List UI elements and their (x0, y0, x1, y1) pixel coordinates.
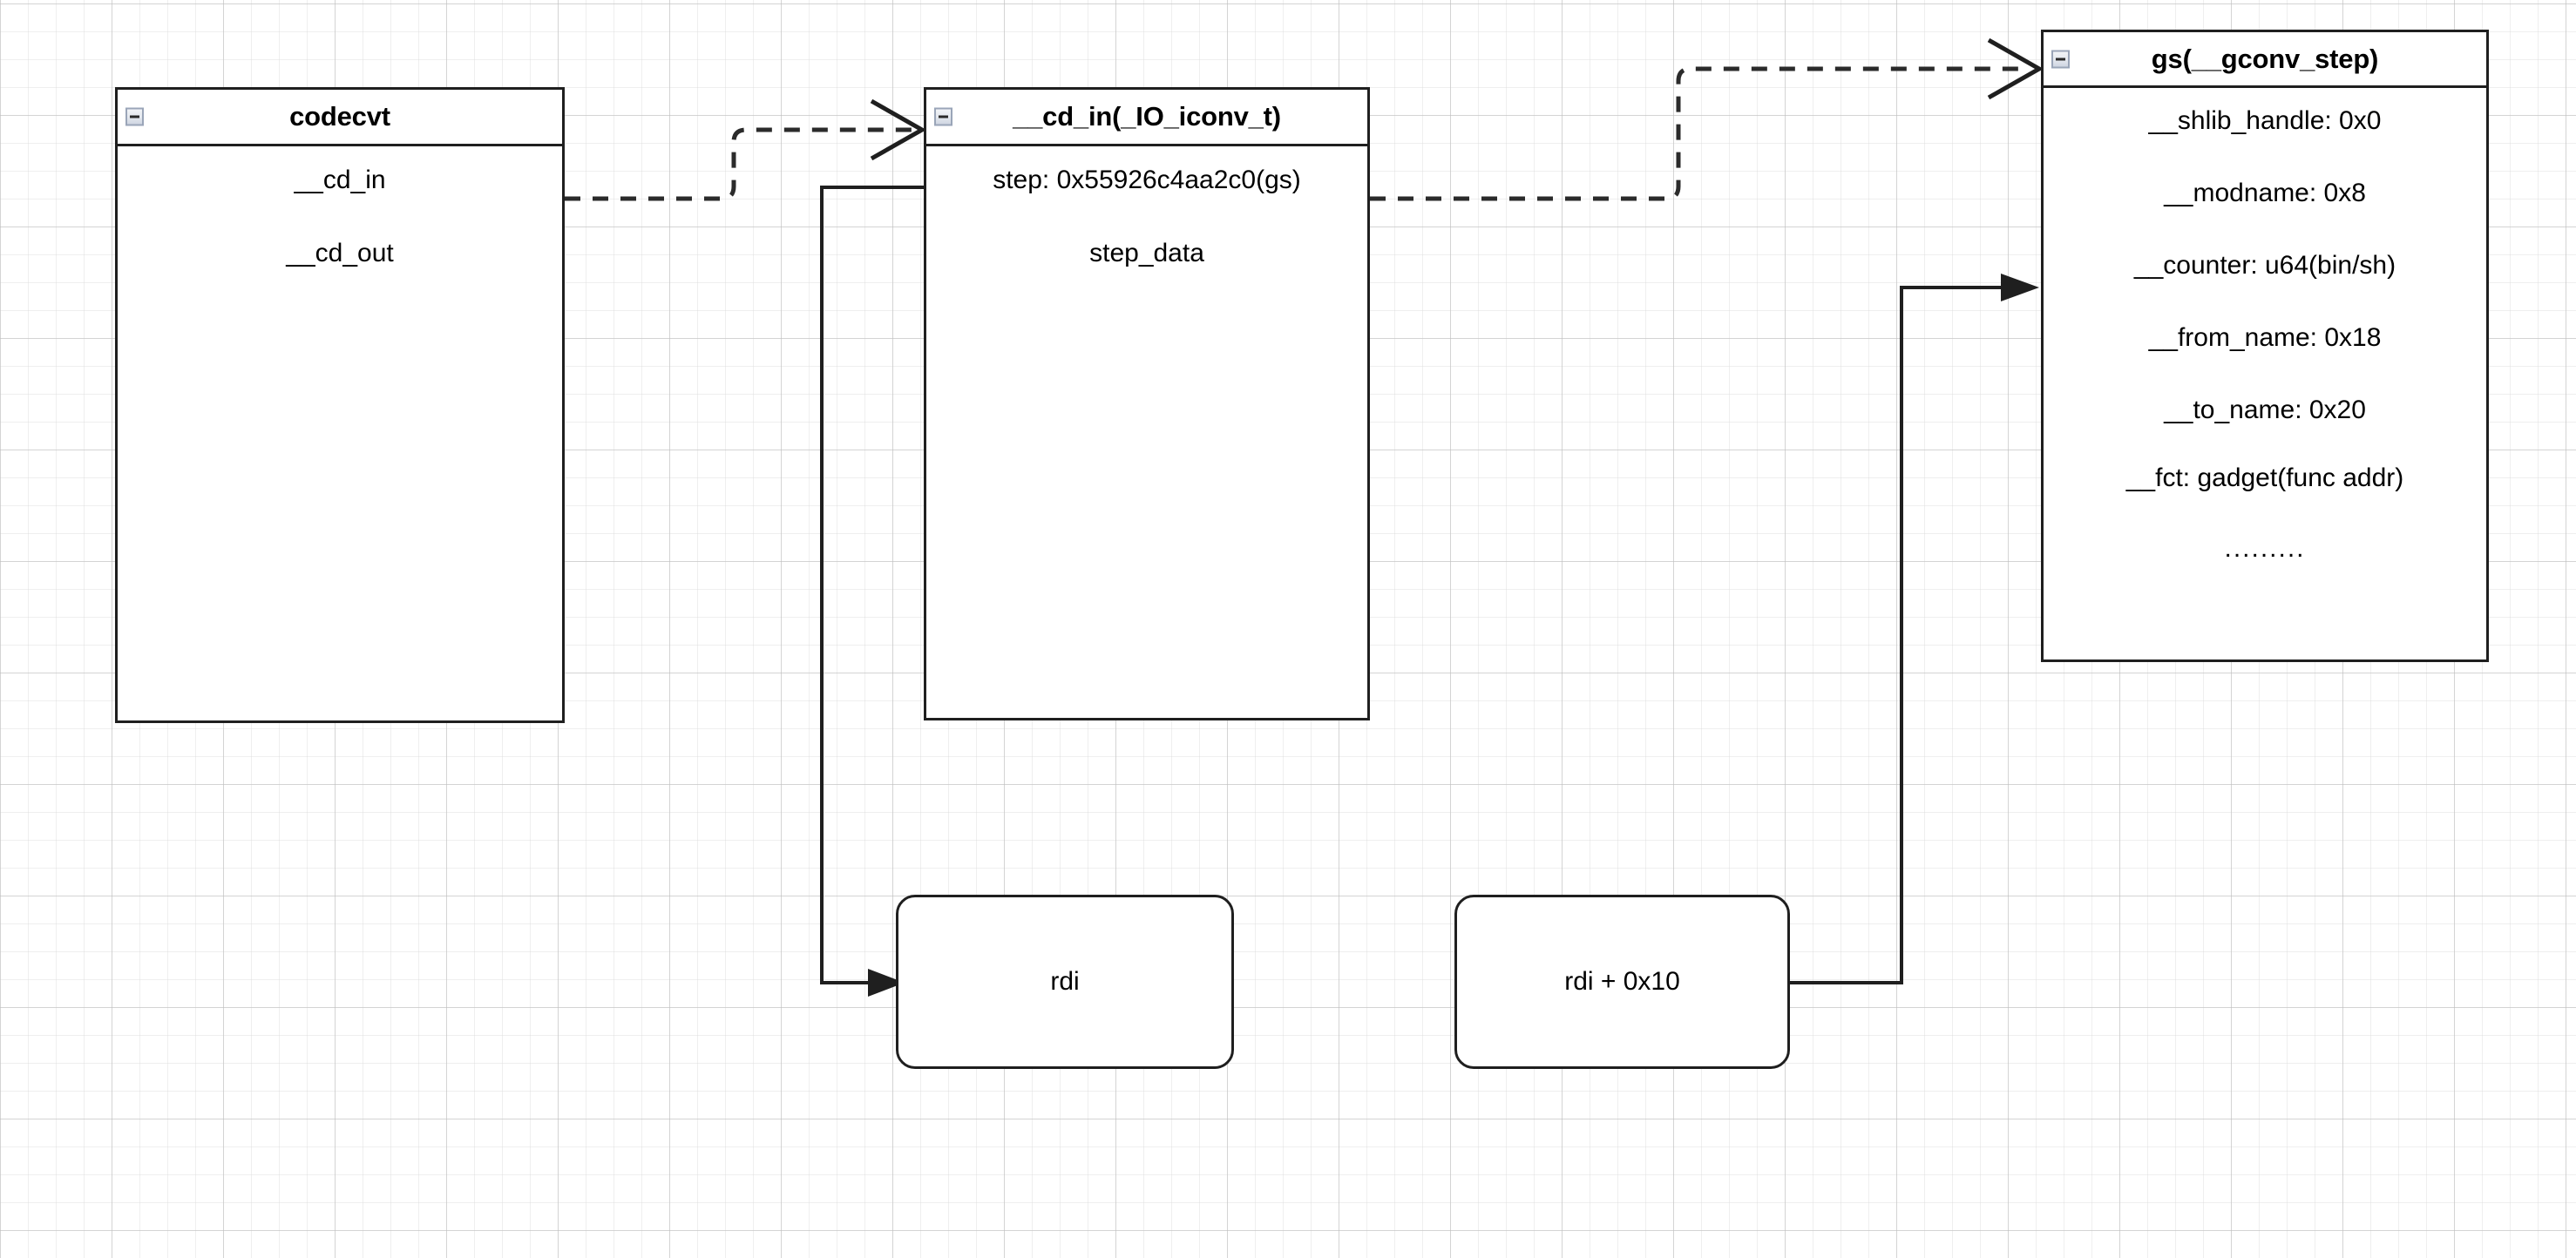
uml-body-gs: __shlib_handle: 0x0 __modname: 0x8 __cou… (2044, 88, 2486, 659)
uml-header-gs[interactable]: gs(__gconv_step) (2044, 32, 2486, 88)
register-box-rdi[interactable]: rdi (896, 895, 1234, 1069)
edge-codecvt-to-cd-in (565, 98, 927, 201)
uml-header-cd-in[interactable]: __cd_in(_IO_iconv_t) (926, 90, 1367, 146)
uml-row-to-name: __to_name: 0x20 (2164, 396, 2366, 424)
collapse-minus-icon[interactable] (2051, 50, 2070, 68)
uml-row-from-name: __from_name: 0x18 (2148, 323, 2382, 352)
uml-title-gs: gs(__gconv_step) (2151, 43, 2379, 74)
uml-row-counter: __counter: u64(bin/sh) (2133, 251, 2396, 280)
uml-row-shlib-handle: __shlib_handle: 0x0 (2148, 106, 2382, 135)
uml-box-cd-in[interactable]: __cd_in(_IO_iconv_t) step: 0x55926c4aa2c… (924, 87, 1370, 720)
uml-box-gs[interactable]: gs(__gconv_step) __shlib_handle: 0x0 __m… (2041, 30, 2489, 662)
uml-body-codecvt: __cd_in __cd_out (118, 146, 562, 720)
register-label-rdi-plus-10: rdi + 0x10 (1564, 967, 1680, 996)
uml-title-codecvt: codecvt (289, 101, 390, 132)
uml-body-cd-in: step: 0x55926c4aa2c0(gs) step_data (926, 146, 1367, 718)
uml-row-step: step: 0x55926c4aa2c0(gs) (993, 166, 1301, 194)
register-label-rdi: rdi (1050, 967, 1080, 996)
uml-row-cd-in: __cd_in (294, 166, 386, 194)
edge-cd-in-to-rdi (820, 186, 924, 997)
uml-row-step-data: step_data (1089, 239, 1204, 267)
collapse-minus-icon[interactable] (934, 107, 952, 126)
uml-box-codecvt[interactable]: codecvt __cd_in __cd_out (115, 87, 565, 723)
uml-row-ellipsis: ......... (2224, 534, 2306, 563)
uml-header-codecvt[interactable]: codecvt (118, 90, 562, 146)
edge-cd-in-to-gs (1370, 37, 2044, 201)
collapse-minus-icon[interactable] (125, 107, 144, 126)
uml-title-cd-in: __cd_in(_IO_iconv_t) (1013, 101, 1281, 132)
uml-row-fct: __fct: gadget(func addr) (2125, 463, 2404, 492)
uml-row-modname: __modname: 0x8 (2164, 179, 2366, 207)
edge-rdi-plus-10-to-gs (1789, 274, 2039, 984)
register-box-rdi-plus-10[interactable]: rdi + 0x10 (1454, 895, 1790, 1069)
uml-row-cd-out: __cd_out (286, 239, 394, 267)
